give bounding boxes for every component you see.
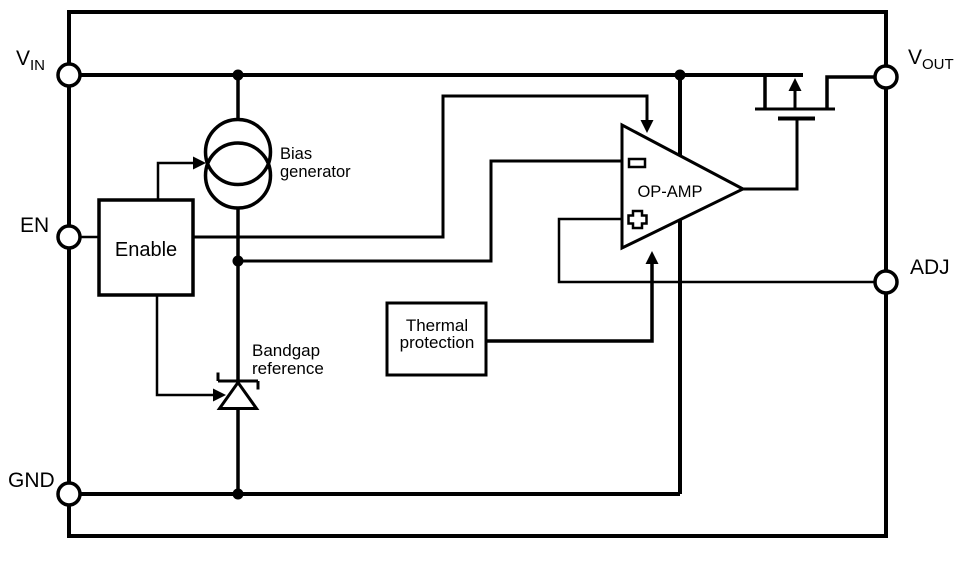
opamp-triangle (620, 122, 747, 251)
bias-generator-label-line2: generator (280, 163, 351, 181)
mosfet-arrowhead-icon (788, 78, 802, 91)
junction-dot-gnd-rail (232, 488, 244, 500)
thermal-block-label-line2: protection (400, 333, 475, 352)
enable-to-opamp-wire (193, 94, 649, 239)
thermal-arrowhead-icon (645, 251, 659, 264)
vout-pin-label-main: V (908, 46, 922, 69)
vin-pin-label-main: V (16, 47, 30, 70)
bandgap-reference-symbol (216, 372, 260, 410)
vout-pin-label: VOUT (908, 46, 954, 73)
bandgap-reference-label-line1: Bandgap (252, 341, 320, 360)
enable-to-bias-wire (156, 161, 194, 200)
junction-dot-supply-rail (674, 69, 686, 81)
bandgap-reference-label-line2: reference (252, 359, 324, 378)
opamp-symbol: OP-AMP (620, 122, 747, 251)
enable-block: Enable (97, 198, 195, 297)
thermal-block-label-line1: Thermal (406, 316, 468, 335)
adj-pin (873, 269, 899, 295)
adj-pin-label: ADJ (910, 256, 950, 279)
junction-dot-bandgap-node (232, 255, 244, 267)
en-pin (56, 224, 82, 250)
opamp-label: OP-AMP (637, 183, 702, 201)
vin-pin-label-sub: IN (30, 57, 45, 74)
adj-to-noninverting-wire (557, 217, 886, 284)
bandgap-to-inverting-wire (238, 159, 621, 263)
vin-pin (56, 62, 82, 88)
opamp-enable-arrowhead-icon (640, 120, 654, 133)
gnd-pin-label: GND (8, 469, 55, 492)
zener-triangle (216, 379, 260, 410)
pass-transistor-symbol (755, 75, 886, 121)
bandgap-arrowhead-icon (213, 388, 226, 402)
vout-pin-label-sub: OUT (922, 56, 954, 73)
en-pin-label: EN (20, 214, 49, 237)
opamp-output-wire (743, 120, 799, 191)
enable-block-label: Enable (115, 239, 177, 261)
vin-pin-label: VIN (16, 47, 45, 74)
bias-circle-top (203, 117, 273, 187)
thermal-to-opamp-wire (486, 263, 654, 343)
bias-generator-label-line1: Bias (280, 145, 312, 163)
bias-circle-bottom (203, 141, 273, 210)
enable-to-bandgap-wire (155, 295, 213, 397)
mosfet-drain-lead (825, 75, 886, 109)
inverting-input-icon (627, 157, 647, 169)
junction-dot-bias-rail (232, 69, 244, 81)
thermal-block-box (385, 301, 488, 377)
noninverting-input-icon (627, 209, 648, 230)
bias-arrowhead-icon (193, 156, 206, 170)
gnd-pin (56, 481, 82, 507)
bias-generator-symbol (203, 117, 273, 210)
enable-block-box (97, 198, 195, 297)
vout-pin (873, 64, 899, 90)
thermal-protection-block: Thermal protection (385, 301, 488, 377)
